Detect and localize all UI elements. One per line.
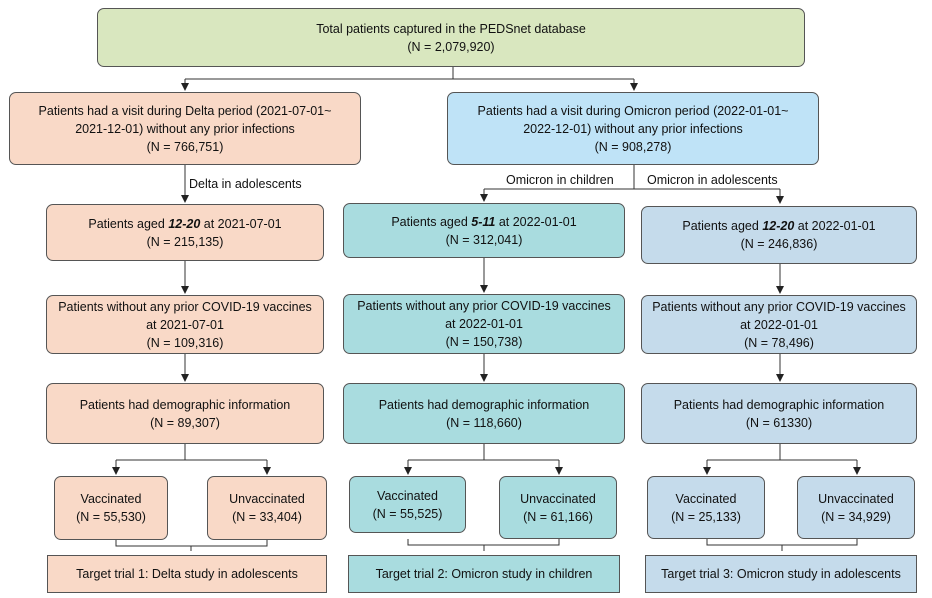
target-trial-2: Target trial 2: Omicron study in childre…: [348, 555, 620, 593]
demo-box-col3: Patients had demographic information (N …: [641, 383, 917, 444]
target-trial-3: Target trial 3: Omicron study in adolesc…: [645, 555, 917, 593]
novax-line2-col2: at 2022-01-01: [445, 317, 523, 331]
age-box-col2: Patients aged 5-11 at 2022-01-01 (N = 31…: [343, 203, 625, 258]
branch-label-omicron-adolescents: Omicron in adolescents: [647, 173, 778, 187]
unvaccinated-box-col1: Unvaccinated (N = 33,404): [207, 476, 327, 540]
demo-line-col1: Patients had demographic information: [79, 397, 291, 412]
novax-count-col3: (N = 78,496): [744, 335, 814, 350]
age-count-col2: (N = 312,041): [445, 232, 523, 247]
omicron-period-line2: 2022-12-01) without any prior infections: [523, 121, 743, 136]
vaccinated-box-col1: Vaccinated (N = 55,530): [54, 476, 168, 540]
demo-line-col2: Patients had demographic information: [378, 397, 590, 412]
target-trial-1: Target trial 1: Delta study in adolescen…: [47, 555, 327, 593]
vaccinated-box-col2: Vaccinated (N = 55,525): [349, 476, 466, 533]
age-box-col3: Patients aged 12-20 at 2022-01-01 (N = 2…: [641, 206, 917, 264]
omicron-period-line1: Patients had a visit during Omicron peri…: [477, 103, 789, 118]
branch-label-omicron-children: Omicron in children: [506, 173, 614, 187]
delta-period-line1: Patients had a visit during Delta period…: [38, 103, 332, 118]
delta-period-count: (N = 766,751): [146, 139, 224, 154]
unvaccinated-box-col2: Unvaccinated (N = 61,166): [499, 476, 617, 539]
omicron-period-box: Patients had a visit during Omicron peri…: [447, 92, 819, 165]
novax-box-col1: Patients without any prior COVID-19 vacc…: [46, 295, 324, 354]
vaccinated-label-col1: Vaccinated: [80, 492, 142, 506]
unvaccinated-box-col3: Unvaccinated (N = 34,929): [797, 476, 915, 539]
novax-count-col2: (N = 150,738): [445, 335, 523, 349]
unvaccinated-count-col3: (N = 34,929): [821, 509, 891, 524]
unvaccinated-label-col1: Unvaccinated: [229, 492, 305, 506]
omicron-period-count: (N = 908,278): [594, 139, 672, 154]
delta-period-box: Patients had a visit during Delta period…: [9, 92, 361, 165]
vaccinated-count-col1: (N = 55,530): [76, 510, 146, 524]
total-patients-box: Total patients captured in the PEDSnet d…: [97, 8, 805, 67]
age-line-col3: Patients aged 12-20 at 2022-01-01: [682, 219, 876, 233]
novax-line1-col2: Patients without any prior COVID-19 vacc…: [357, 299, 611, 313]
novax-line1-col3: Patients without any prior COVID-19 vacc…: [652, 299, 906, 314]
age-line-col1: Patients aged 12-20 at 2021-07-01: [88, 216, 282, 231]
novax-line1-col1: Patients without any prior COVID-19 vacc…: [58, 299, 312, 314]
age-box-col1: Patients aged 12-20 at 2021-07-01 (N = 2…: [46, 204, 324, 261]
novax-line2-col3: at 2022-01-01: [740, 317, 818, 332]
target-trial-2-label: Target trial 2: Omicron study in childre…: [375, 567, 593, 581]
demo-line-col3: Patients had demographic information: [673, 397, 885, 412]
novax-box-col2: Patients without any prior COVID-19 vacc…: [343, 294, 625, 354]
vaccinated-count-col2: (N = 55,525): [372, 506, 443, 521]
demo-count-col2: (N = 118,660): [446, 415, 522, 430]
total-patients-count: (N = 2,079,920): [407, 39, 495, 54]
target-trial-3-label: Target trial 3: Omicron study in adolesc…: [661, 567, 901, 581]
vaccinated-label-col3: Vaccinated: [675, 491, 737, 506]
vaccinated-label-col2: Vaccinated: [377, 488, 438, 503]
branch-label-delta-adolescents: Delta in adolescents: [189, 177, 302, 191]
age-line-col2: Patients aged 5-11 at 2022-01-01: [391, 214, 577, 229]
unvaccinated-count-col1: (N = 33,404): [232, 510, 302, 524]
unvaccinated-count-col2: (N = 61,166): [523, 509, 593, 524]
total-patients-title: Total patients captured in the PEDSnet d…: [316, 21, 586, 36]
novax-line2-col1: at 2021-07-01: [146, 317, 224, 332]
vaccinated-count-col3: (N = 25,133): [671, 509, 741, 524]
novax-box-col3: Patients without any prior COVID-19 vacc…: [641, 295, 917, 354]
target-trial-1-label: Target trial 1: Delta study in adolescen…: [76, 567, 298, 581]
age-count-col3: (N = 246,836): [740, 237, 818, 251]
unvaccinated-label-col3: Unvaccinated: [818, 491, 894, 506]
unvaccinated-label-col2: Unvaccinated: [520, 491, 596, 506]
demo-count-col1: (N = 89,307): [150, 415, 220, 430]
demo-box-col1: Patients had demographic information (N …: [46, 383, 324, 444]
vaccinated-box-col3: Vaccinated (N = 25,133): [647, 476, 765, 539]
novax-count-col1: (N = 109,316): [146, 335, 224, 350]
age-count-col1: (N = 215,135): [146, 234, 224, 249]
demo-box-col2: Patients had demographic information (N …: [343, 383, 625, 444]
delta-period-line2: 2021-12-01) without any prior infections: [75, 121, 295, 136]
demo-count-col3: (N = 61330): [745, 415, 813, 430]
